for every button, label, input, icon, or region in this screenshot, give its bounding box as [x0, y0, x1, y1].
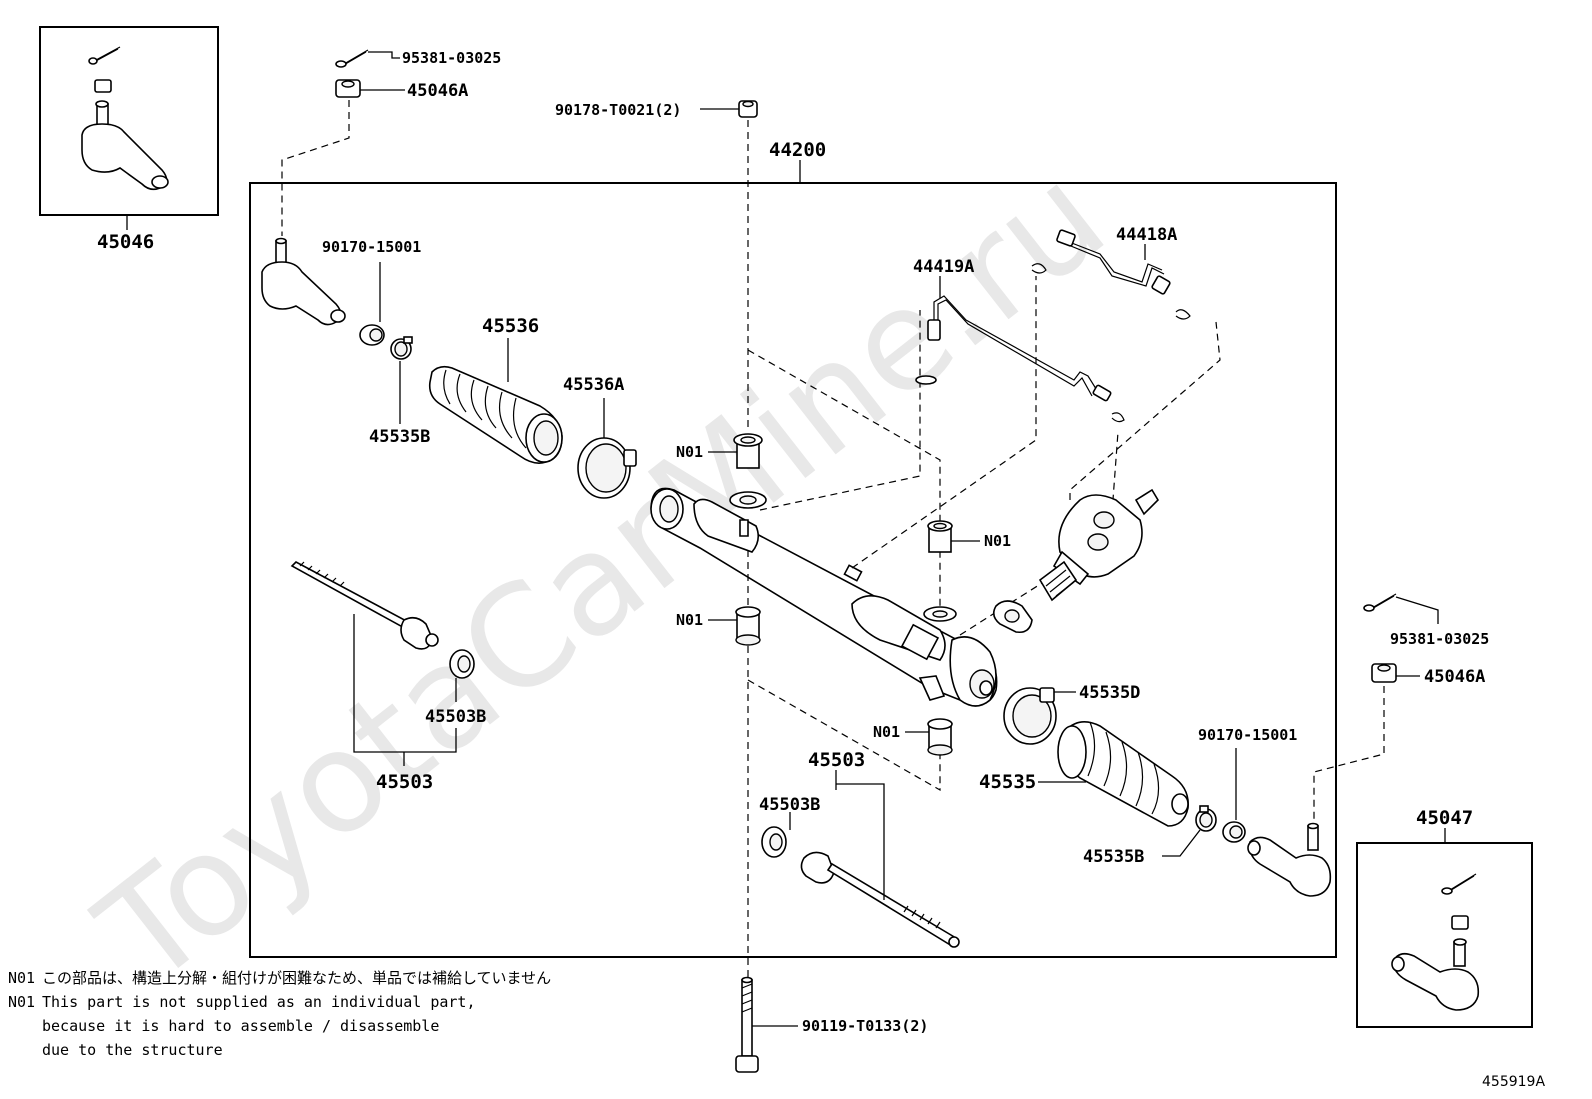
detail-box-left	[39, 26, 219, 216]
assembly-frame	[249, 182, 1337, 958]
tube-44419a	[915, 295, 1125, 423]
rod-left-label: 45503	[376, 771, 433, 793]
bolt-bottom-label: 90119-T0133(2)	[802, 1017, 928, 1035]
ring-right	[1222, 821, 1246, 843]
nut-bolt-top-label: 90178-T0021(2)	[555, 101, 681, 119]
cotter-pin-right	[1363, 593, 1397, 612]
tie-end-right-label: 45047	[1416, 807, 1473, 829]
boot-left	[428, 365, 563, 464]
cotter-pin-top	[335, 49, 369, 68]
gasket	[992, 600, 1033, 634]
note-en-code: N01	[8, 993, 35, 1011]
n01-3-label: N01	[984, 532, 1011, 550]
ring-left-label: 90170-15001	[322, 238, 421, 256]
tie-end-left-label: 45046	[97, 231, 154, 253]
bolt-bottom	[735, 976, 759, 1073]
nut-right-label: 45046A	[1424, 667, 1485, 687]
tie-rod-end-left	[261, 237, 346, 326]
watermark: ToyotaCarMine.ru	[70, 135, 1135, 1017]
control-valve-pinion	[1038, 488, 1160, 602]
clamp-right-small-label: 45535B	[1083, 847, 1144, 867]
tube-44419a-label: 44419A	[913, 257, 974, 277]
washer-right	[761, 826, 787, 858]
note-jp-code: N01	[8, 969, 35, 987]
cotter-pin-right-label: 95381-03025	[1390, 630, 1489, 648]
diagram-code: 455919A	[1482, 1074, 1545, 1090]
bushing-n01-2	[735, 606, 761, 646]
inner-rod-left	[290, 561, 439, 650]
nut-right	[1371, 663, 1397, 683]
clamp-right-small	[1195, 805, 1217, 832]
clamp-left-small-label: 45535B	[369, 427, 430, 447]
tie-rod-end-right-detail	[1391, 873, 1480, 1011]
nut-top-label: 45046A	[407, 81, 468, 101]
tie-rod-end-right	[1247, 822, 1332, 897]
clamp-left-small	[390, 336, 413, 360]
clamp-right-big	[1003, 687, 1057, 745]
washer-left-label: 45503B	[425, 707, 486, 727]
clamp-right-big-label: 45535D	[1079, 683, 1140, 703]
ring-left	[359, 324, 385, 346]
n01-1-label: N01	[676, 443, 703, 461]
washer-right-label: 45503B	[759, 795, 820, 815]
inner-rod-right	[800, 851, 960, 948]
washer-center	[729, 491, 767, 509]
boot-right-label: 45535	[979, 771, 1036, 793]
cotter-pin-top-label: 95381-03025	[402, 49, 501, 67]
tube-44418a	[1031, 229, 1191, 320]
n01-2-label: N01	[676, 611, 703, 629]
tie-rod-end-left-detail	[81, 46, 169, 191]
note-jp-text: この部品は、構造上分解・組付けが困難なため、単品では補給していません	[42, 969, 551, 987]
ring-right-label: 90170-15001	[1198, 726, 1297, 744]
washer-n01-3b	[923, 606, 957, 622]
nut-bolt-top	[738, 100, 758, 118]
bushing-n01-1	[733, 433, 763, 469]
rack-housing	[650, 487, 998, 707]
boot-left-label: 45536	[482, 315, 539, 337]
note-en-line-2: because it is hard to assemble / disasse…	[42, 1017, 439, 1035]
note-en-line-3: due to the structure	[42, 1041, 223, 1059]
note-en-line-1: This part is not supplied as an individu…	[42, 993, 475, 1011]
bushing-n01-3	[927, 520, 953, 553]
rod-right-label: 45503	[808, 749, 865, 771]
nut-top	[335, 79, 361, 98]
n01-4-label: N01	[873, 723, 900, 741]
washer-left	[449, 649, 475, 679]
tube-44418a-label: 44418A	[1116, 225, 1177, 245]
clamp-left-big	[577, 437, 637, 499]
clamp-left-big-label: 45536A	[563, 375, 624, 395]
bushing-n01-4	[927, 718, 953, 756]
boot-right	[1057, 721, 1189, 827]
assembly-label: 44200	[769, 139, 826, 161]
